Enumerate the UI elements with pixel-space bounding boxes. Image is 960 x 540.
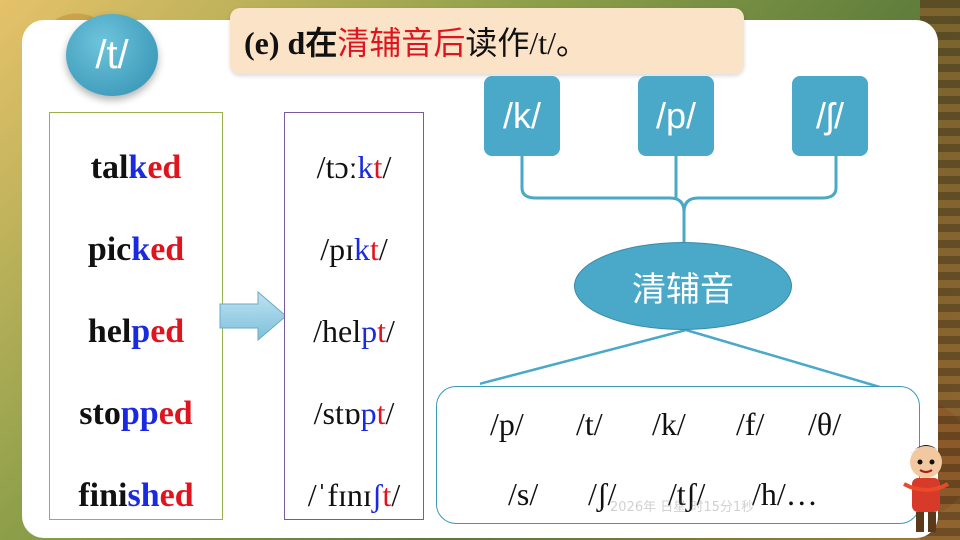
sound-list-box bbox=[436, 386, 920, 524]
word-item: picked bbox=[87, 231, 185, 268]
sound-box-p: /p/ bbox=[638, 76, 714, 156]
sound-list-item: /f/ bbox=[736, 406, 765, 442]
word-item: talked bbox=[90, 149, 182, 186]
phonetics-column: /tɔːkt/ /pɪkt/ /helpt/ /stɒpt/ /ˈfɪnɪʃt/ bbox=[284, 112, 424, 520]
sound-box-sh: /ʃ/ bbox=[792, 76, 868, 156]
phonetic-item: /ˈfɪnɪʃt/ bbox=[307, 477, 401, 513]
sound-list-item: /k/ bbox=[652, 406, 686, 442]
sound-list-item: /ʃ/ bbox=[588, 476, 617, 512]
word-item: helped bbox=[87, 313, 185, 350]
phonetic-item: /stɒpt/ bbox=[313, 395, 395, 431]
title-prefix: (e) d在 bbox=[244, 25, 338, 61]
sound-list-item: /p/ bbox=[490, 406, 524, 442]
word-item: finished bbox=[78, 477, 194, 514]
voiceless-consonant-label: 清辅音 bbox=[574, 242, 792, 330]
phonetic-item: /tɔːkt/ bbox=[316, 149, 392, 185]
word-item: stopped bbox=[79, 395, 193, 432]
sound-list-item: /tʃ/ bbox=[668, 476, 706, 512]
sound-list-item: /t/ bbox=[576, 406, 603, 442]
title-suffix: 读作/t/。 bbox=[465, 25, 589, 61]
sound-list-item: /θ/ bbox=[808, 406, 842, 442]
phonetic-item: /helpt/ bbox=[313, 313, 395, 349]
words-column: talked picked helped stopped finished bbox=[49, 112, 223, 520]
sound-box-k: /k/ bbox=[484, 76, 560, 156]
sound-list-item: /h/… bbox=[752, 476, 818, 512]
sound-badge: /t/ bbox=[66, 14, 158, 96]
connector-lines bbox=[480, 156, 891, 392]
arrow-right-icon bbox=[219, 290, 287, 342]
title-highlight: 清辅音后 bbox=[337, 25, 466, 61]
phonetic-item: /pɪkt/ bbox=[320, 231, 388, 267]
cartoon-character-icon bbox=[903, 445, 949, 532]
page-title: (e) d在清辅音后读作/t/。 bbox=[230, 8, 744, 74]
timestamp-watermark: 2026年 日星 时15分1秒 bbox=[610, 500, 755, 515]
sound-list-item: /s/ bbox=[508, 476, 539, 512]
